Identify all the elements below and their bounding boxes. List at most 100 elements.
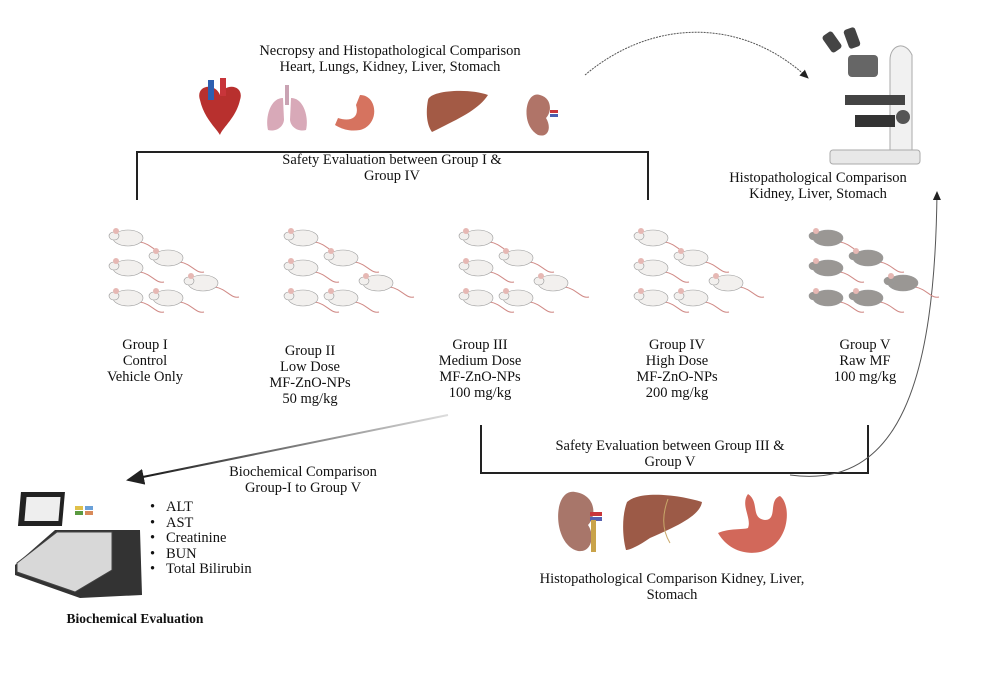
rat-icon: [283, 288, 340, 313]
bottom-bracket-label-line2: Group V: [644, 454, 696, 470]
rat-icon: [358, 273, 415, 298]
group-label-line: MF-ZnO-NPs: [636, 369, 718, 385]
rat-icon: [808, 288, 865, 313]
biochemical-arrow-label: Biochemical Comparison Group-I to Group …: [203, 464, 403, 496]
bottom-bracket: [480, 425, 869, 474]
bottom-bracket-label-line1: Safety Evaluation between Group III &: [555, 438, 785, 454]
rat-icon: [883, 273, 940, 298]
rat-icon: [108, 228, 165, 253]
bottom-organs-caption: Histopathological Comparison Kidney, Liv…: [522, 571, 822, 603]
marker-item: AST: [150, 515, 252, 532]
group-label-line: MF-ZnO-NPs: [269, 375, 351, 391]
group-label-line: Raw MF: [839, 353, 891, 369]
rat-icon: [323, 288, 380, 313]
top-bracket-label-line1: Safety Evaluation between Group I &: [282, 152, 502, 168]
group-label-line: Vehicle Only: [106, 369, 184, 385]
rat-group-3: [458, 228, 590, 313]
biochemical-markers-list: ALT AST Creatinine BUN Total Bilirubin: [150, 499, 252, 578]
group-5-label: Group V Raw MF 100 mg/kg: [795, 337, 935, 385]
microscope-caption-line1: Histopathological Comparison: [729, 170, 907, 186]
rat-group-5: [808, 228, 940, 313]
group-label-line: MF-ZnO-NPs: [439, 369, 521, 385]
rat-icon: [633, 228, 690, 253]
arrow-to-biochemical: [126, 414, 449, 485]
necropsy-title-line2: Heart, Lungs, Kidney, Liver, Stomach: [279, 59, 501, 75]
microscope-caption-line2: Kidney, Liver, Stomach: [749, 186, 887, 202]
rat-icon: [708, 273, 765, 298]
rat-icon: [108, 258, 165, 283]
rat-icon: [533, 273, 590, 298]
group-label-line: 200 mg/kg: [645, 385, 709, 401]
necropsy-title-line1: Necropsy and Histopathological Compariso…: [259, 43, 521, 59]
rat-group-2: [283, 228, 415, 313]
group-label-line: Group II: [284, 343, 336, 359]
biochemical-arrow-label-line2: Group-I to Group V: [244, 480, 362, 496]
rat-icon: [458, 258, 515, 283]
group-label-line: 100 mg/kg: [448, 385, 512, 401]
rat-icon: [323, 248, 380, 273]
rat-icon: [673, 288, 730, 313]
arrow-bottom-to-microscope: [789, 191, 941, 477]
marker-item: Total Bilirubin: [150, 561, 252, 578]
rat-icon: [148, 288, 205, 313]
group-label-line: High Dose: [645, 353, 709, 369]
rat-icon: [808, 258, 865, 283]
liver-icon: [426, 90, 488, 132]
group-label-line: Group IV: [649, 337, 705, 353]
liver-icon: [623, 494, 702, 550]
microscope-caption: Histopathological Comparison Kidney, Liv…: [708, 170, 928, 202]
top-bracket: [136, 151, 649, 200]
marker-item: Creatinine: [150, 530, 252, 547]
rat-icon: [673, 248, 730, 273]
group-label-line: 100 mg/kg: [833, 369, 897, 385]
group-label-line: Group III: [452, 337, 508, 353]
rat-icon: [498, 288, 555, 313]
group-label-line: Control: [122, 353, 168, 369]
marker-item: BUN: [150, 546, 252, 563]
top-bracket-label-line2: Group IV: [364, 168, 420, 184]
bottom-organs-caption-line1: Histopathological Comparison Kidney, Liv…: [539, 571, 805, 587]
rat-icon: [808, 228, 865, 253]
arrow-to-microscope: [584, 31, 809, 79]
bottom-bracket-label: Safety Evaluation between Group III & Gr…: [520, 438, 820, 470]
top-bracket-label: Safety Evaluation between Group I & Grou…: [237, 152, 547, 184]
rat-icon: [633, 258, 690, 283]
necropsy-title: Necropsy and Histopathological Compariso…: [190, 43, 590, 75]
group-1-label: Group I Control Vehicle Only: [75, 337, 215, 385]
group-label-line: 50 mg/kg: [282, 391, 338, 407]
rat-icon: [458, 288, 515, 313]
biochemical-evaluation-caption: Biochemical Evaluation: [66, 611, 204, 626]
rat-group-1: [108, 228, 240, 313]
kidney-icon: [558, 491, 602, 552]
rat-icon: [633, 288, 690, 313]
kidney-icon: [526, 94, 558, 136]
group-label-line: Medium Dose: [438, 353, 522, 369]
stomach-icon: [718, 494, 787, 553]
bottom-organs-caption-line2: Stomach: [646, 587, 698, 603]
biochemical-arrow-label-line1: Biochemical Comparison: [229, 464, 377, 480]
heart-icon: [199, 78, 241, 135]
lungs-icon: [267, 85, 307, 131]
rat-icon: [848, 288, 905, 313]
group-label-line: Low Dose: [279, 359, 340, 375]
rat-icon: [848, 248, 905, 273]
group-label-line: Group V: [839, 337, 891, 353]
rat-group-4: [633, 228, 765, 313]
group-2-label: Group II Low Dose MF-ZnO-NPs 50 mg/kg: [240, 343, 380, 407]
group-3-label: Group III Medium Dose MF-ZnO-NPs 100 mg/…: [410, 337, 550, 401]
rat-icon: [283, 228, 340, 253]
group-label-line: Group I: [122, 337, 168, 353]
group-4-label: Group IV High Dose MF-ZnO-NPs 200 mg/kg: [607, 337, 747, 401]
rat-icon: [108, 288, 165, 313]
marker-item: ALT: [150, 499, 252, 516]
rat-icon: [498, 248, 555, 273]
rat-icon: [148, 248, 205, 273]
rat-icon: [183, 273, 240, 298]
